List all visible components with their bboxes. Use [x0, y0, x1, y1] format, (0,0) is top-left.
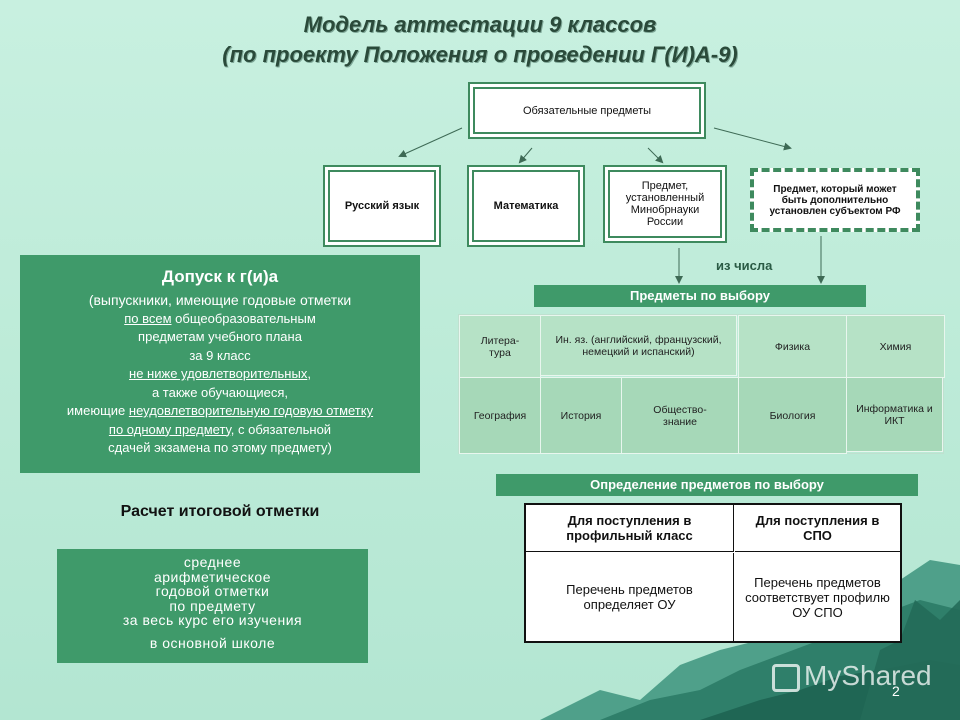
subject-math: Математика: [472, 170, 580, 242]
final-grade-heading: Расчет итоговой отметки: [120, 503, 320, 520]
final-grade-box: среднее арифметическое годовой отметки п…: [57, 549, 368, 663]
admission-line-5b: ,: [307, 366, 311, 381]
subject-region-label: Предмет, который может быть дополнительн…: [769, 183, 901, 217]
subject-history: История: [540, 377, 622, 454]
optional-subjects-grid: Литера- тура Ин. яз. (английский, францу…: [458, 314, 945, 454]
iz-chisla-label: из числа: [716, 258, 773, 273]
subject-physics: Физика: [738, 315, 847, 378]
subject-russian-label: Русский язык: [344, 200, 420, 212]
final-grade-line-5: за весь курс его изучения: [122, 612, 303, 628]
choice-cell-spo: Перечень предметов соответствует профилю…: [745, 574, 890, 620]
title-line-1: Модель аттестации 9 классов: [303, 12, 657, 37]
choice-bar: Определение предметов по выбору: [496, 474, 918, 496]
admission-line-4: за 9 класс: [189, 347, 251, 363]
subject-literature: Литера- тура: [459, 315, 541, 378]
admission-line-8a: по одному предмету: [108, 421, 231, 437]
admission-line-7b: неудовлетворительную годовую отметку: [128, 403, 374, 418]
choice-cell-profile: Перечень предметов определяет ОУ: [526, 553, 734, 641]
subject-informatics: Информатика и ИКТ: [846, 377, 943, 452]
final-grade-line-4: по предмету: [169, 597, 256, 614]
watermark-text: MyShared: [804, 660, 932, 691]
optional-subjects-bar: Предметы по выбору: [534, 285, 866, 307]
subject-math-label: Математика: [493, 200, 559, 212]
subject-biology: Биология: [738, 377, 847, 454]
final-grade-line-6: в основной школе: [149, 634, 276, 651]
admission-line-5a: не ниже удовлетворительных: [129, 366, 308, 381]
subject-foreign-lang: Ин. яз. (английский, французский, немецк…: [540, 315, 737, 376]
admission-line-6: а также обучающиеся,: [151, 384, 289, 400]
final-grade-line-3: годовой отметки: [155, 583, 270, 599]
subject-ministry-label: Предмет, установленный Минобрнауки Росси…: [625, 180, 705, 228]
admission-line-8b: , с обязательной: [230, 421, 332, 437]
subject-russian: Русский язык: [328, 170, 436, 242]
admission-line-3: предметам учебного плана: [138, 329, 302, 344]
admission-heading: Допуск к г(и)а: [161, 267, 279, 286]
admission-line-9: сдачей экзамена по этому предмету): [108, 440, 332, 455]
subject-chemistry: Химия: [846, 315, 945, 378]
mandatory-subjects-box: Обязательные предметы: [473, 87, 701, 134]
watermark-icon: [772, 663, 800, 692]
choice-header-profile: Для поступления в профильный класс: [526, 505, 734, 552]
page-number: 2: [892, 683, 900, 699]
subject-ministry: Предмет, установленный Минобрнауки Росси…: [608, 170, 722, 238]
subject-social: Общество- знание: [621, 377, 739, 454]
watermark: MyShared: [772, 660, 932, 692]
admission-line-2b: общеобразовательным: [171, 310, 316, 326]
subject-geography: География: [459, 377, 541, 454]
subject-region: Предмет, который может быть дополнительн…: [750, 168, 920, 232]
admission-line-7a: имеющие: [66, 403, 129, 418]
choice-header-spo: Для поступления в СПО: [735, 505, 900, 552]
choice-table: Для поступления в профильный класс Для п…: [524, 503, 902, 643]
final-grade-line-1: среднее: [183, 554, 242, 570]
admission-box: Допуск к г(и)а (выпускники, имеющие годо…: [20, 255, 420, 473]
admission-line-1: (выпускники, имеющие годовые отметки: [88, 292, 352, 308]
title-line-2: (по проекту Положения о проведении Г(И)А…: [222, 42, 738, 67]
mandatory-subjects-label: Обязательные предметы: [522, 104, 652, 117]
final-grade-line-2: арифметическое: [153, 568, 272, 585]
admission-line-2a: по всем: [124, 310, 172, 326]
